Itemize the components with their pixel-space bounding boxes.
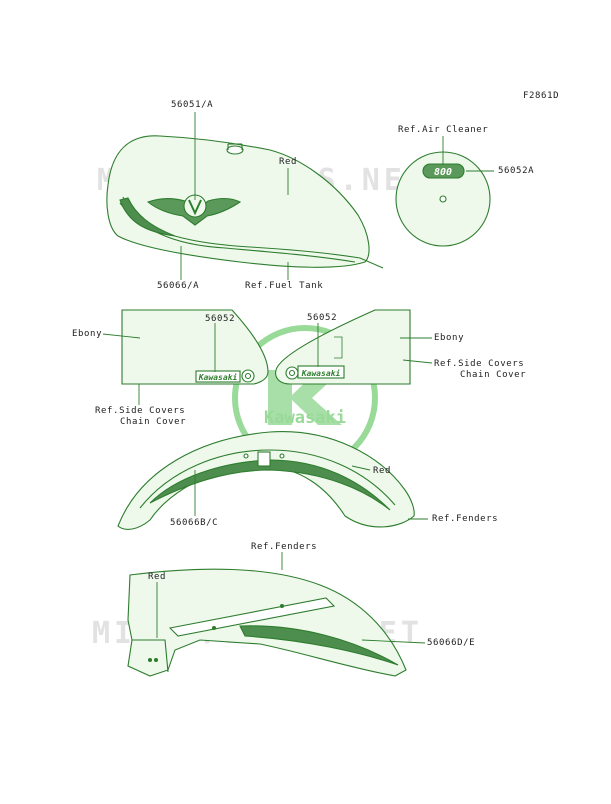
- fuel-tank: [106, 135, 384, 269]
- rear-fender: [127, 568, 407, 677]
- leader-lines: [102, 112, 494, 644]
- label-right-ebony: Ebony: [434, 333, 465, 343]
- left-side-cover: Kawasaki: [121, 309, 269, 385]
- label-56066de: 56066D/E: [427, 638, 476, 648]
- logo-brand-text: Kawasaki: [264, 408, 346, 428]
- label-tank-red: Red: [279, 157, 298, 167]
- emblem-badge-text: 800: [434, 167, 452, 178]
- label-left-ref-side-covers: Ref.Side Covers: [95, 406, 186, 416]
- label-ref-fenders-rear: Ref.Fenders: [251, 542, 318, 552]
- label-ref-air-cleaner: Ref.Air Cleaner: [398, 125, 489, 135]
- left-decal-text: Kawasaki: [198, 372, 238, 382]
- label-left-56052: 56052: [205, 314, 236, 324]
- label-ref-fuel-tank: Ref.Fuel Tank: [245, 281, 324, 291]
- air-cleaner: 800: [395, 151, 491, 247]
- figure-code: F2861D: [523, 91, 560, 101]
- label-ref-fenders-front: Ref.Fenders: [432, 514, 499, 524]
- label-left-chain-cover: Chain Cover: [120, 417, 187, 427]
- label-56051a: 56051/A: [171, 100, 214, 110]
- label-56066bc: 56066B/C: [170, 518, 219, 528]
- right-decal-text: Kawasaki: [301, 368, 341, 378]
- label-right-chain-cover: Chain Cover: [460, 370, 527, 380]
- label-right-ref-side-covers: Ref.Side Covers: [434, 359, 525, 369]
- label-front-fender-red: Red: [373, 466, 392, 476]
- label-left-ebony: Ebony: [72, 329, 103, 339]
- right-side-cover: Kawasaki: [275, 309, 411, 385]
- front-fender: [117, 431, 415, 530]
- label-56066a: 56066/A: [157, 281, 200, 291]
- label-rear-fender-red: Red: [148, 572, 167, 582]
- label-56052a: 56052A: [498, 166, 535, 176]
- label-right-56052: 56052: [307, 313, 338, 323]
